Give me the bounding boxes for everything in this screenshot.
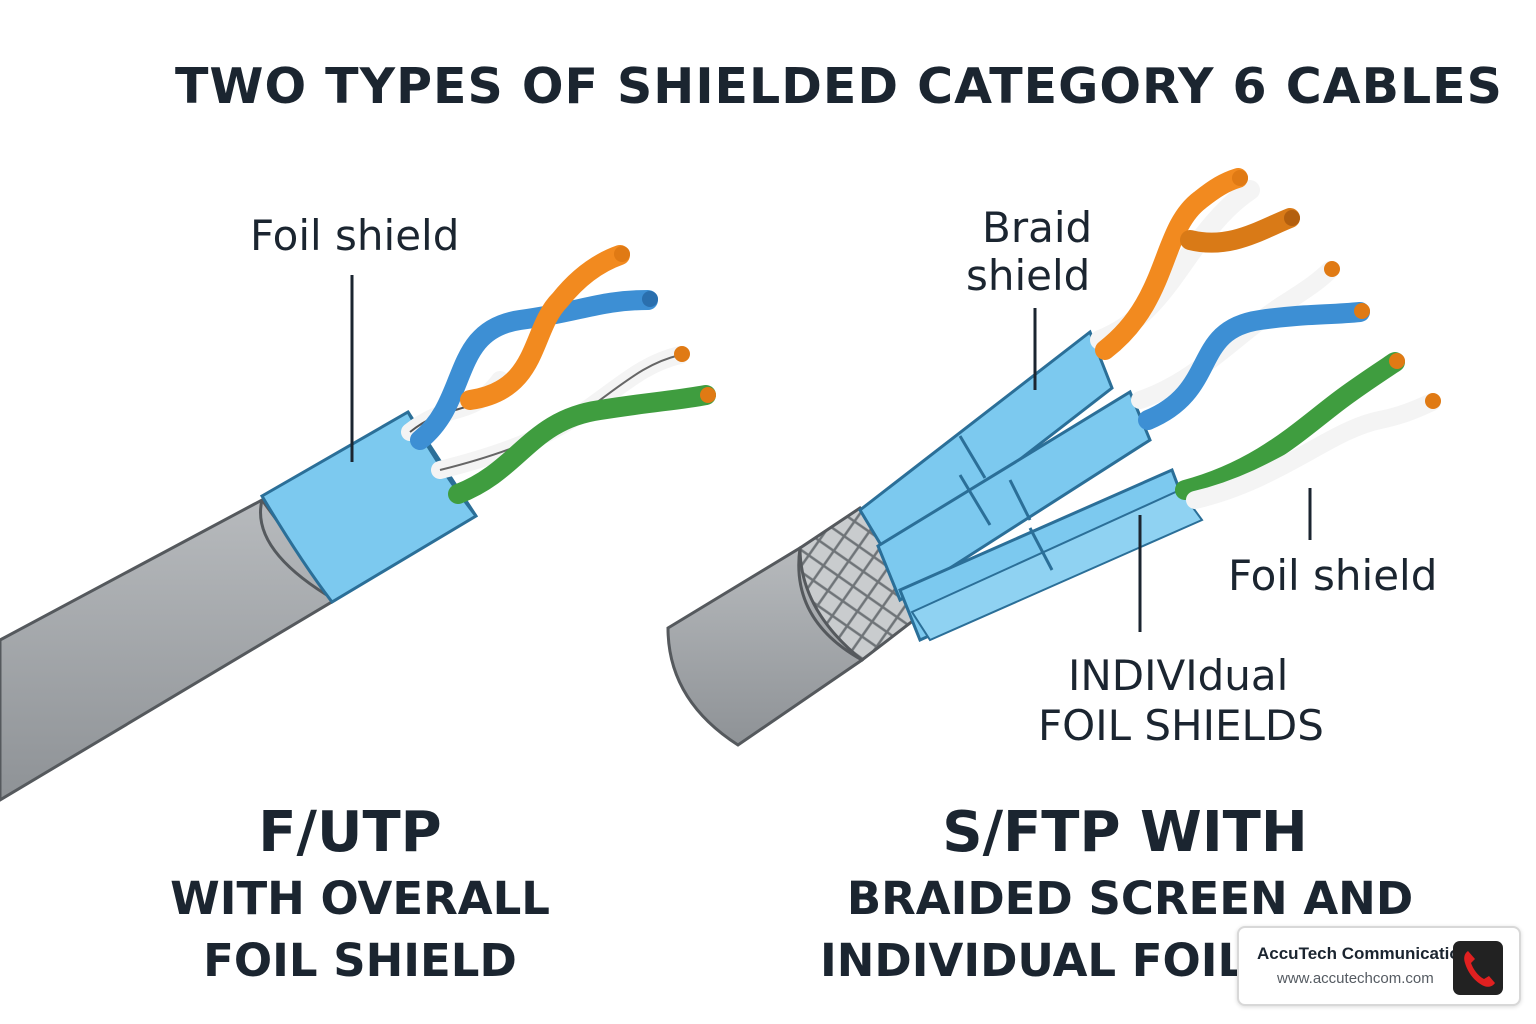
sftp-caption-line2: INDIVIDUAL FOIL S [820, 934, 1295, 987]
sftp-wire-orange-1 [1095, 168, 1248, 360]
sftp-wire-green [1175, 352, 1405, 500]
sftp-wire-blue [1138, 302, 1370, 430]
sftp-individual-label-1: INDIVIdual [1068, 651, 1289, 700]
futp-cable [0, 245, 716, 802]
futp-caption-line2: FOIL SHIELD [203, 934, 517, 987]
futp-wire-green [448, 385, 716, 504]
sftp-braid-shield [798, 506, 943, 662]
sftp-wire-orange-2 [1180, 208, 1300, 253]
sftp-braid-label-2: shield [966, 251, 1091, 300]
futp-caption-title: F/UTP [258, 800, 442, 865]
sftp-wire-white-3 [1186, 393, 1441, 509]
sftp-individual-label-2: FOIL SHIELDS [1038, 701, 1324, 750]
sftp-wire-white-1 [1090, 180, 1260, 350]
sftp-foil-label: Foil shield [1228, 551, 1438, 600]
brand-badge[interactable]: AccuTech Communication www.accutechcom.c… [1237, 926, 1521, 1006]
brand-url: www.accutechcom.com [1277, 970, 1434, 987]
futp-foil-label: Foil shield [250, 211, 460, 260]
sftp-foil-sleeve-4 [910, 488, 1204, 642]
sftp-cable [666, 168, 1441, 747]
brand-name: AccuTech Communication [1257, 944, 1471, 963]
sftp-caption-title: S/FTP WITH [942, 800, 1308, 865]
futp-wire-blue [410, 290, 658, 450]
sftp-caption-line1: BRAIDED SCREEN AND [846, 872, 1414, 925]
futp-caption-line1: WITH OVERALL [170, 872, 550, 925]
futp-foil-shield [259, 409, 479, 604]
futp-wire-orange [460, 245, 630, 410]
sftp-foil-sleeve-2 [876, 389, 1152, 603]
page-title: TWO TYPES OF SHIELDED CATEGORY 6 CABLES [175, 58, 1503, 115]
futp-jacket [0, 498, 338, 802]
phone-icon [1453, 941, 1503, 995]
sftp-braid-label-1: Braid [982, 203, 1093, 252]
